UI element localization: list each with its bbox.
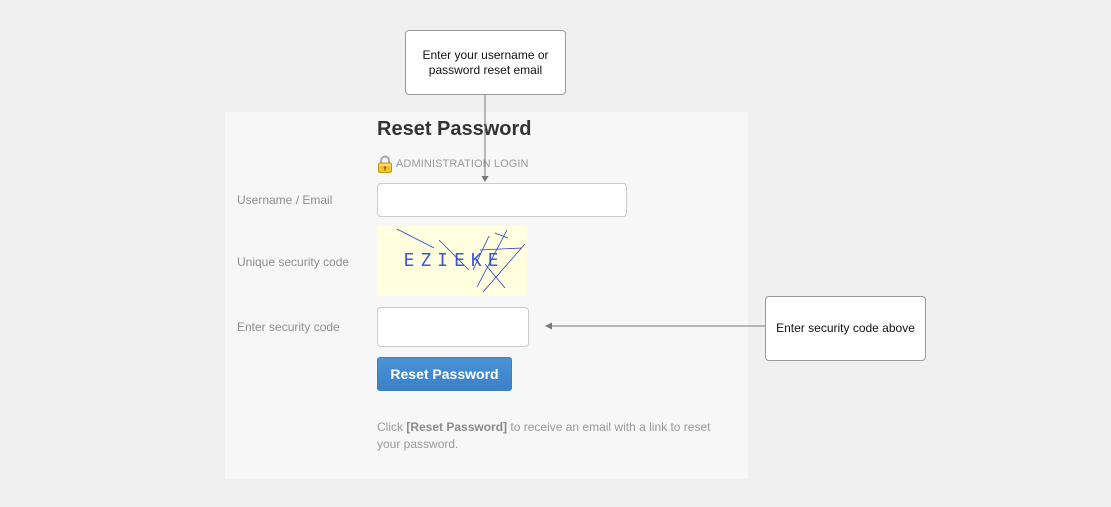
reset-password-button[interactable]: Reset Password — [377, 357, 512, 391]
callout-security-tip: Enter security code above — [765, 296, 926, 361]
help-text-button-reference: [Reset Password] — [406, 420, 508, 434]
username-label: Username / Email — [237, 193, 333, 207]
administration-login-row: ADMINISTRATION LOGIN — [377, 155, 529, 173]
captcha-label: Unique security code — [237, 255, 350, 269]
administration-login-label: ADMINISTRATION LOGIN — [396, 158, 529, 170]
username-email-input[interactable] — [377, 183, 627, 217]
help-text: Click [Reset Password] to receive an ema… — [377, 419, 722, 453]
help-text-suffix: to receive an email with a link to reset… — [377, 420, 711, 451]
help-text-prefix: Click — [377, 420, 407, 434]
page-title: Reset Password — [377, 118, 532, 140]
captcha-noise-lines — [396, 228, 526, 293]
security-code-input[interactable] — [377, 307, 529, 347]
lock-icon — [377, 155, 393, 173]
security-code-label: Enter security code — [237, 320, 340, 334]
captcha-image: EZIEKE — [377, 226, 527, 296]
callout-username-tip: Enter your username or password reset em… — [405, 30, 566, 95]
